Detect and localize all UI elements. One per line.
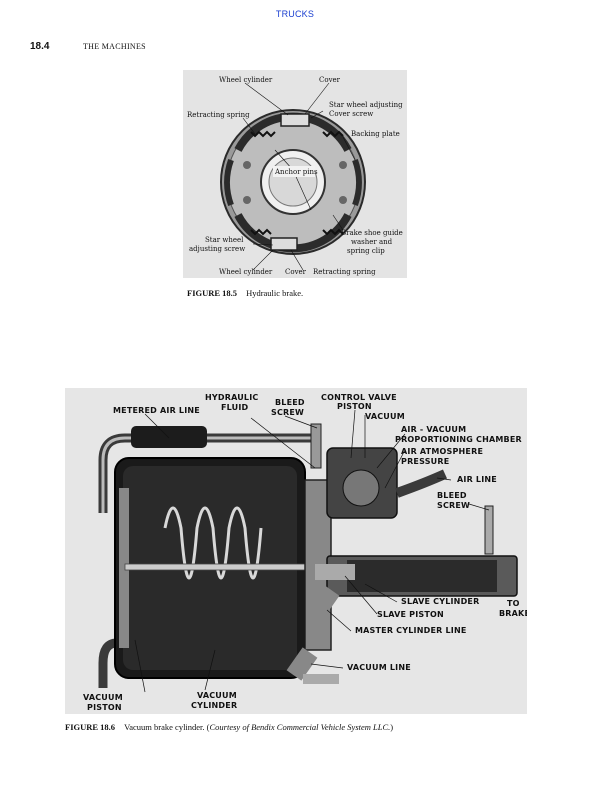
label-wheel-cylinder-bottom: Wheel cylinder (219, 268, 273, 276)
figure-18-6-number: FIGURE 18.6 (65, 722, 116, 732)
label-vacuum-top: VACUUM (365, 412, 405, 421)
label-air-atmosphere: AIR ATMOSPHERE (401, 447, 483, 456)
label-slave-piston: SLAVE PISTON (377, 610, 444, 619)
figure-18-6-credit: Courtesy of Bendix Commercial Vehicle Sy… (209, 722, 391, 732)
figure-18-6-text: Vacuum brake cylinder. ( (124, 722, 210, 732)
figure-18-5-caption: FIGURE 18.5 Hydraulic brake. (187, 288, 303, 298)
vacuum-brake-illustration: HYDRAULIC FLUID BLEED SCREW CONTROL VALV… (65, 388, 530, 714)
hydraulic-brake-illustration: Wheel cylinder Cover Retracting spring S… (183, 70, 407, 278)
label-backing-plate: Backing plate (351, 130, 400, 138)
label-control-valve: CONTROL VALVE (321, 393, 397, 402)
label-bleed-top: BLEED (275, 398, 305, 407)
figure-18-5-text: Hydraulic brake. (246, 288, 304, 298)
label-bleed-right: BLEED (437, 491, 467, 500)
label-retracting-spring-bottom: Retracting spring (313, 268, 376, 276)
label-cover-bottom: Cover (285, 268, 307, 276)
label-anchor-pins: Anchor pins (274, 168, 318, 176)
label-slave-cylinder: SLAVE CYLINDER (401, 597, 479, 606)
figure-18-6-caption: FIGURE 18.6 Vacuum brake cylinder. (Court… (65, 722, 393, 732)
label-brake: BRAKE (499, 609, 527, 618)
hydraulic-brake-figure: Wheel cylinder Cover Retracting spring S… (183, 70, 407, 278)
label-screw-right: SCREW (437, 501, 470, 510)
label-proportioning-chamber: PROPORTIONING CHAMBER (395, 435, 522, 444)
label-air-line: AIR LINE (457, 475, 497, 484)
label-to: TO (507, 599, 520, 608)
section-number: 18.4 (30, 41, 50, 52)
label-wheel-cylinder-top: Wheel cylinder (219, 76, 273, 84)
label-retracting-spring-left: Retracting spring (187, 111, 250, 119)
label-spring-clip: spring clip (347, 247, 385, 255)
label-cover-screw: Cover screw (329, 110, 373, 118)
label-vacuum-cylinder-2: CYLINDER (191, 701, 237, 710)
label-adjusting-screw: adjusting screw (189, 245, 245, 253)
label-cover-top: Cover (319, 76, 341, 84)
label-vacuum-piston-1: VACUUM (83, 693, 123, 702)
label-pressure: PRESSURE (401, 457, 449, 466)
label-hydraulic: HYDRAULIC (205, 393, 258, 402)
label-master-cylinder-line: MASTER CYLINDER LINE (355, 626, 467, 635)
figure-18-6-close: ) (390, 722, 394, 732)
figure-18-5-number: FIGURE 18.5 (187, 288, 238, 298)
label-air-vacuum: AIR - VACUUM (401, 425, 466, 434)
label-vacuum-line: VACUUM LINE (347, 663, 411, 672)
label-vacuum-piston-2: PISTON (87, 703, 122, 712)
section-title: THE MACHINES (83, 42, 146, 51)
label-star-wheel: Star wheel (205, 236, 244, 244)
vacuum-brake-figure: HYDRAULIC FLUID BLEED SCREW CONTROL VALV… (65, 388, 530, 714)
label-washer-and: washer and (351, 238, 393, 246)
label-piston: PISTON (337, 402, 372, 411)
label-fluid: FLUID (221, 403, 249, 412)
label-vacuum-cylinder-1: VACUUM (197, 691, 237, 700)
label-screw-top: SCREW (271, 408, 304, 417)
running-head: TRUCKS (275, 9, 315, 19)
label-metered-air-line: METERED AIR LINE (113, 406, 200, 415)
label-brake-shoe-guide: Brake shoe guide (341, 229, 403, 237)
label-star-wheel-adjusting: Star wheel adjusting (329, 101, 403, 109)
